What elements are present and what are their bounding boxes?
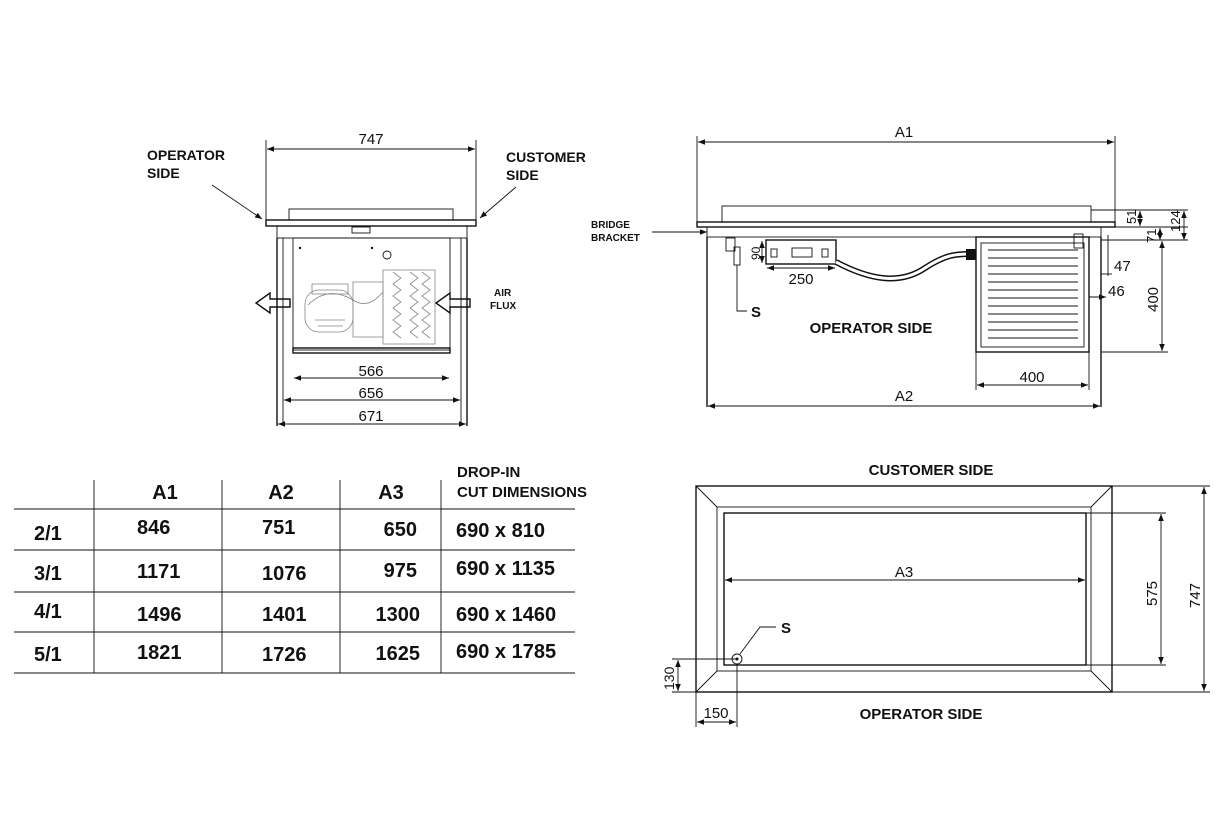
table-header-a1: A1: [152, 482, 178, 504]
table-row-cut: 690 x 1785: [456, 641, 556, 663]
dim-71: 71: [1144, 229, 1159, 243]
dim-90: 90: [749, 246, 763, 260]
table-row-cut: 690 x 1460: [456, 604, 556, 626]
dim-575: 575: [1144, 581, 1161, 606]
table-row-a1: 1821: [137, 642, 182, 664]
operator-side-label-1: OPERATOR: [147, 147, 225, 163]
table-row-a3: 1625: [376, 643, 421, 665]
air-flux-arrow-right: [434, 291, 471, 315]
air-flux-arrow-left: [254, 291, 291, 315]
side-operator-side-label: OPERATOR SIDE: [810, 320, 933, 337]
dim-a1: A1: [895, 124, 913, 141]
air-flux-label-1: AIR: [494, 288, 512, 299]
table-header-dropin-1: DROP-IN: [457, 464, 520, 481]
table-row-a3: 975: [384, 560, 417, 582]
top-view: CUSTOMER SIDE OPERATOR SIDE A3 S 575 747…: [661, 462, 1210, 727]
air-flux-label-2: FLUX: [490, 301, 516, 312]
table-header-dropin-2: CUT DIMENSIONS: [457, 484, 587, 501]
table-header-a3: A3: [378, 482, 404, 504]
table-row-size: 5/1: [34, 644, 62, 666]
table-row-a2: 751: [262, 517, 295, 539]
dim-400-vertical: 400: [1145, 287, 1162, 312]
dim-566: 566: [358, 363, 383, 380]
table-row-a2: 1076: [262, 563, 307, 585]
dim-47: 47: [1114, 258, 1131, 275]
table-row-a1: 1496: [137, 604, 182, 626]
dim-250: 250: [788, 271, 813, 288]
table-row-cut: 690 x 1135: [456, 558, 555, 580]
table-row-a3: 650: [384, 519, 417, 541]
table-row-cut: 690 x 810: [456, 520, 545, 542]
side-view: A1 BRIDGE BRACKET S 90 250: [591, 124, 1188, 409]
table-row-size: 3/1: [34, 563, 62, 585]
side-s-label: S: [751, 304, 761, 321]
top-s-label: S: [781, 620, 791, 637]
bridge-bracket-label-1: BRIDGE: [591, 220, 630, 231]
compressor-unit: [304, 269, 436, 345]
customer-side-label-2: SIDE: [506, 167, 539, 183]
table-row-a1: 846: [137, 517, 170, 539]
dim-46: 46: [1108, 283, 1125, 300]
dim-130: 130: [661, 666, 677, 690]
table-row-size: 2/1: [34, 523, 62, 545]
dimension-table: A1 A2 A3 DROP-IN CUT DIMENSIONS 2/1 846 …: [14, 464, 587, 674]
top-customer-side-label: CUSTOMER SIDE: [869, 462, 994, 479]
table-row-a3: 1300: [376, 604, 421, 626]
condenser-grille: [988, 249, 1078, 339]
table-row-size: 4/1: [34, 601, 62, 623]
dim-671: 671: [358, 408, 383, 425]
table-row-a2: 1726: [262, 644, 307, 666]
top-operator-side-label: OPERATOR SIDE: [860, 706, 983, 723]
table-row-a2: 1401: [262, 604, 307, 626]
dim-a2: A2: [895, 388, 913, 405]
front-view: 747 AIR FLUX: [147, 131, 586, 427]
operator-side-label-2: SIDE: [147, 165, 180, 181]
dim-51: 51: [1124, 210, 1139, 224]
dim-150: 150: [703, 705, 728, 722]
dim-124: 124: [1168, 210, 1183, 232]
dim-400-horizontal: 400: [1019, 369, 1044, 386]
dim-a3: A3: [895, 564, 913, 581]
table-row-a1: 1171: [137, 561, 180, 583]
customer-side-label-1: CUSTOMER: [506, 149, 586, 165]
bridge-bracket-label-2: BRACKET: [591, 233, 640, 244]
dim-747-top: 747: [358, 131, 383, 148]
dim-656: 656: [358, 385, 383, 402]
dim-747-right: 747: [1187, 583, 1204, 608]
table-header-a2: A2: [268, 482, 294, 504]
